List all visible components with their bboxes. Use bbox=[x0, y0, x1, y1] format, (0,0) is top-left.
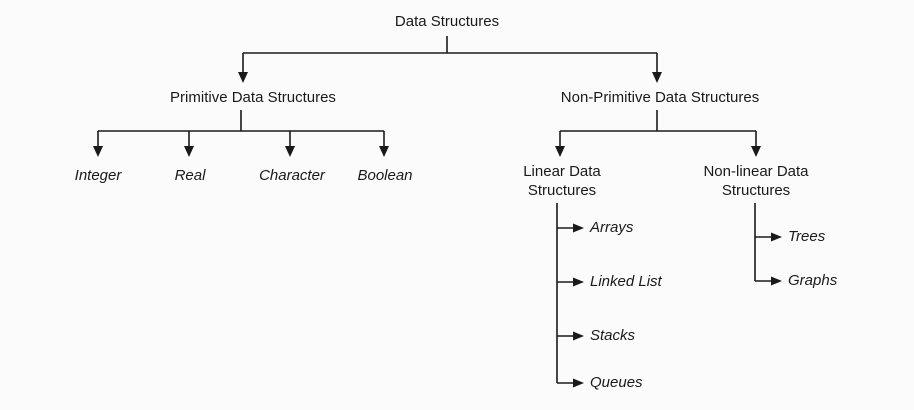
primitive-node: Primitive Data Structures bbox=[170, 89, 336, 106]
to-queues-arrow bbox=[573, 378, 584, 388]
trees-node: Trees bbox=[788, 228, 826, 245]
to-trees-arrow bbox=[771, 232, 782, 242]
real-node: Real bbox=[174, 167, 206, 184]
to-integer-arrow bbox=[93, 146, 103, 157]
graphs-node: Graphs bbox=[788, 272, 838, 289]
to-linear-arrow bbox=[555, 146, 565, 157]
root-node: Data Structures bbox=[394, 13, 500, 30]
non-primitive-node: Non-Primitive Data Structures bbox=[560, 89, 760, 106]
to-non-primitive-arrow bbox=[652, 72, 662, 83]
integer-node: Integer bbox=[74, 167, 122, 184]
queues-node: Queues bbox=[590, 374, 643, 391]
to-linked-list-arrow bbox=[573, 277, 584, 287]
to-boolean-arrow bbox=[379, 146, 389, 157]
to-graphs-arrow bbox=[771, 276, 782, 286]
linked-list-node: Linked List bbox=[590, 273, 662, 290]
linear-node-line1: Linear Data bbox=[523, 163, 601, 180]
linear-node-line2: Structures bbox=[527, 182, 597, 199]
non-linear-node-line1: Non-linear Data bbox=[703, 163, 809, 180]
to-primitive-arrow bbox=[238, 72, 248, 83]
arrays-node: Arrays bbox=[590, 219, 634, 236]
to-arrays-arrow bbox=[573, 223, 584, 233]
non-linear-node: Non-linear Data Structures bbox=[703, 162, 808, 200]
to-character-arrow bbox=[285, 146, 295, 157]
to-stacks-arrow bbox=[573, 331, 584, 341]
character-node: Character bbox=[259, 167, 325, 184]
to-real-arrow bbox=[184, 146, 194, 157]
to-non-linear-arrow bbox=[751, 146, 761, 157]
linear-node: Linear Data Structures bbox=[523, 162, 601, 200]
non-linear-node-line2: Structures bbox=[721, 182, 791, 199]
stacks-node: Stacks bbox=[590, 327, 636, 344]
boolean-node: Boolean bbox=[357, 167, 413, 184]
